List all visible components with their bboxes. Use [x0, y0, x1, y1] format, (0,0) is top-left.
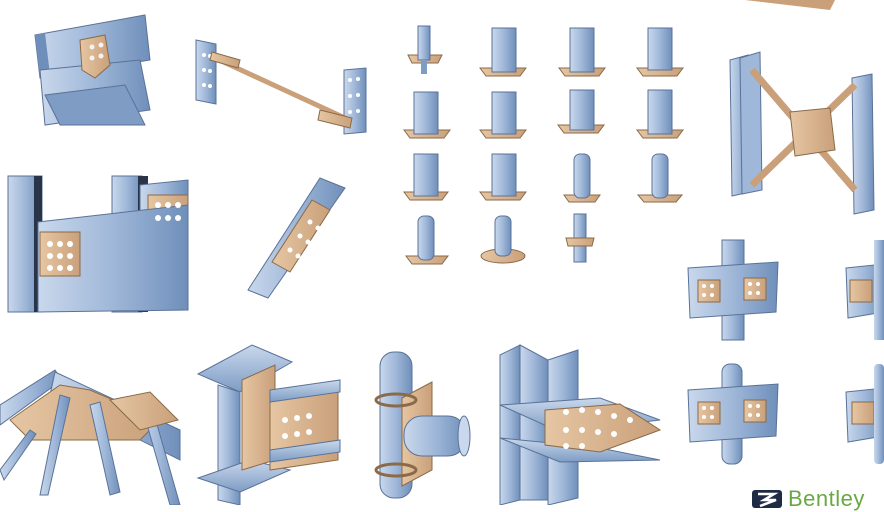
truss-node-gusset [0, 369, 181, 505]
x-brace-gusset [729, 0, 875, 215]
bentley-logo: Bentley [752, 486, 865, 512]
diagonal-splice [247, 177, 346, 299]
brace-rod-connection [195, 39, 367, 135]
bentley-b-icon [752, 490, 782, 508]
tube-pipe-connection [374, 351, 471, 499]
column-beam-splice-lower [687, 363, 884, 465]
column-base-plates [403, 25, 684, 265]
end-plate-beam-column [7, 175, 189, 313]
beam-cleat-connection [34, 14, 151, 126]
column-tee-bracket [196, 344, 341, 505]
brand-name: Bentley [788, 486, 865, 511]
column-haunch-bracket [499, 344, 662, 505]
column-beam-splice-upper [687, 239, 884, 341]
